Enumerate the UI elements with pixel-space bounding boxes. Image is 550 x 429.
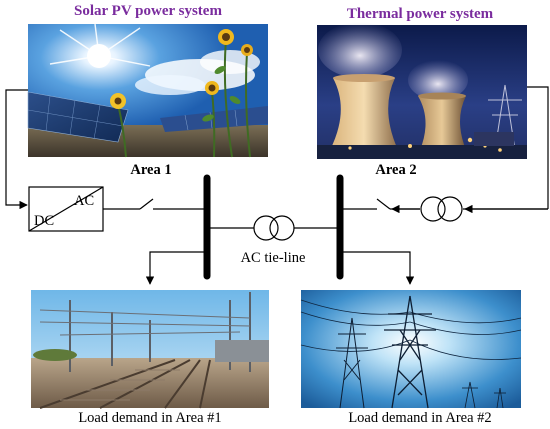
wiring: [5, 86, 549, 285]
area-1-label: Area 1: [130, 162, 171, 178]
railway-load-photo: [31, 290, 269, 409]
dc-ac-converter: DC AC: [28, 186, 104, 232]
thermal-power-photo: [317, 22, 527, 159]
thermal-power-title: Thermal power system: [347, 6, 494, 22]
tie-line-transformer-icon: [253, 215, 295, 241]
load-area-2-label: Load demand in Area #2: [348, 410, 491, 426]
converter-ac-label: AC: [74, 193, 94, 209]
pylon-load-photo: [300, 290, 522, 409]
solar-pv-photo: [27, 23, 268, 158]
thermal-transformer-icon: [420, 196, 463, 222]
load-area-1-label: Load demand in Area #1: [78, 410, 221, 426]
solar-pv-title: Solar PV power system: [74, 3, 222, 19]
converter-dc-label: DC: [34, 213, 54, 229]
tie-line-label: AC tie-line: [241, 250, 306, 266]
area-2-label: Area 2: [375, 162, 416, 178]
